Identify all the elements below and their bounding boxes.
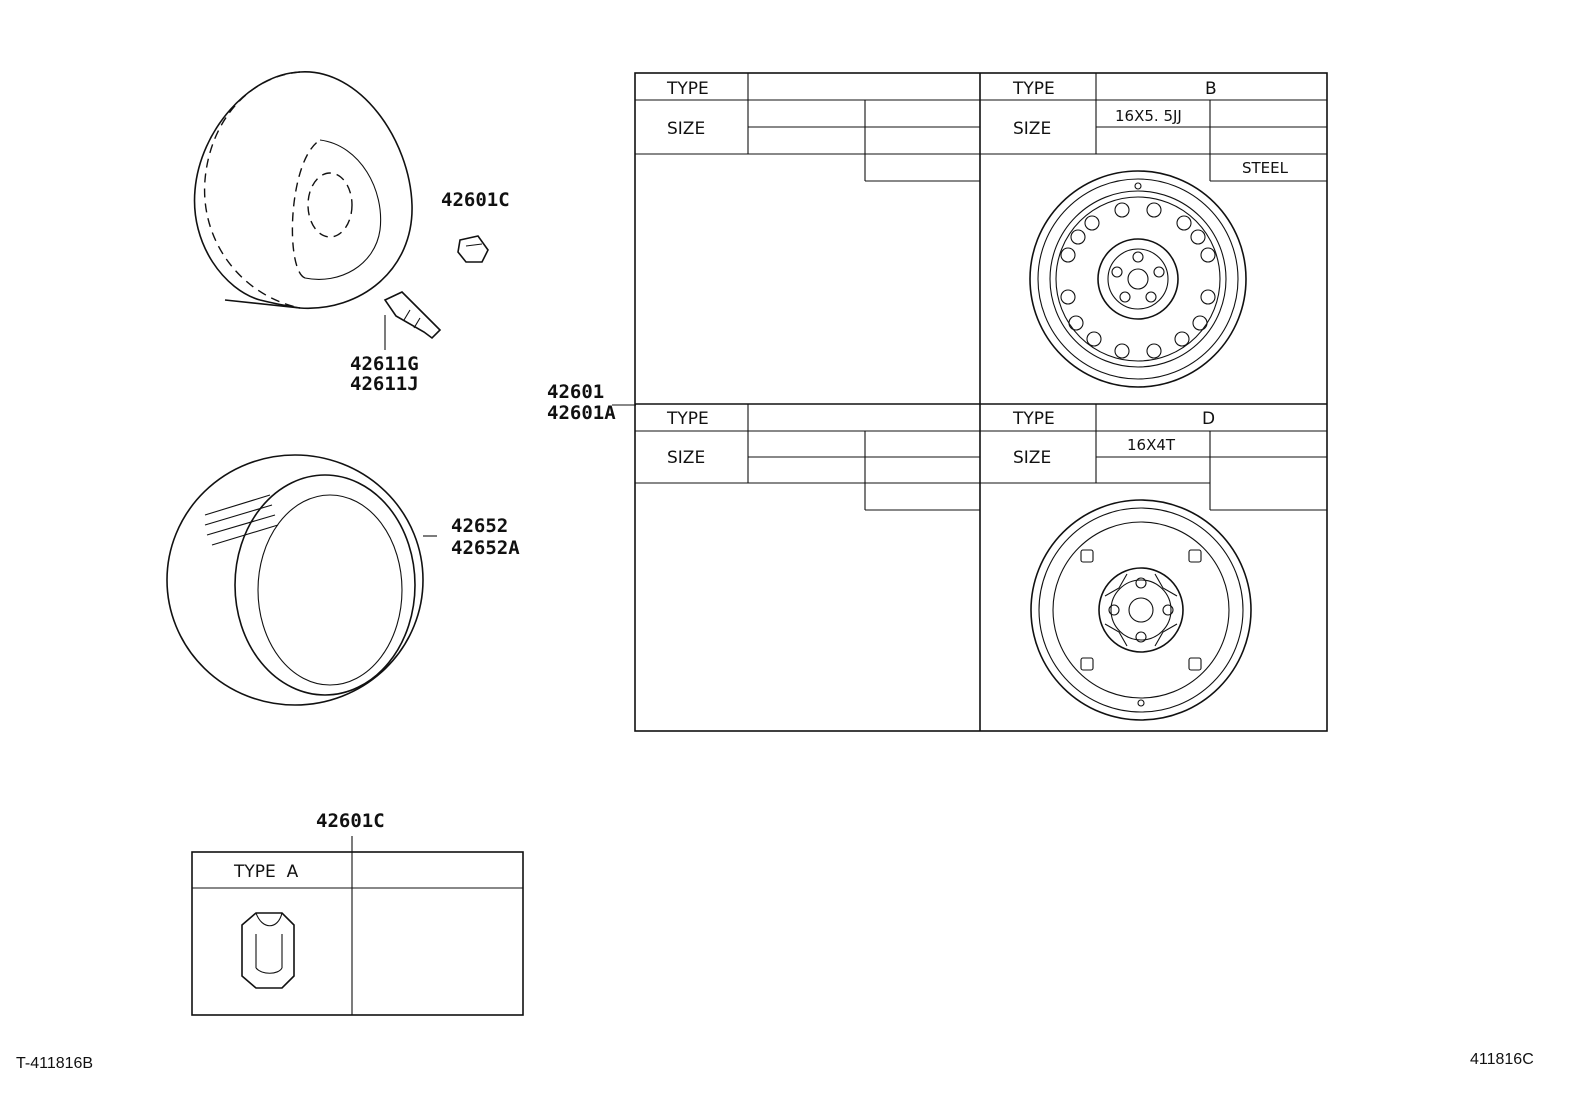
part-label-42601: 42601	[547, 381, 604, 403]
size-label-top-right: SIZE	[1013, 119, 1051, 139]
wheel-type-table	[634, 72, 1328, 732]
footer-left-code: T-411816B	[16, 1055, 93, 1072]
size-value-b: 16X5. 5JJ	[1115, 107, 1182, 125]
part-label-42611G: 42611G	[350, 353, 419, 375]
footer-right-code: 411816C	[1470, 1051, 1534, 1068]
part-label-42652A: 42652A	[451, 537, 520, 559]
nut-type-label: TYPE A	[233, 862, 299, 882]
wheel-d-illustration	[1030, 499, 1252, 721]
part-label-42601C-top: 42601C	[441, 189, 510, 211]
type-value-b: B	[1205, 79, 1217, 99]
size-label-bottom-left: SIZE	[667, 448, 705, 468]
material-value-b: STEEL	[1242, 159, 1289, 177]
tire-illustration	[166, 454, 437, 706]
part-label-42652: 42652	[451, 515, 508, 537]
type-label-bottom-right: TYPE	[1012, 409, 1055, 429]
part-label-42601A: 42601A	[547, 402, 616, 424]
size-label-top-left: SIZE	[667, 119, 705, 139]
type-value-d: D	[1202, 409, 1215, 429]
type-label-top-left: TYPE	[666, 79, 709, 99]
size-value-d: 16X4T	[1127, 436, 1176, 454]
part-label-42601C-table: 42601C	[316, 810, 385, 832]
valve-illustration	[383, 291, 442, 350]
wheel-b-illustration	[1029, 170, 1247, 388]
part-label-42611J: 42611J	[350, 373, 419, 395]
lug-nut-small-illustration	[457, 235, 489, 263]
type-label-bottom-left: TYPE	[666, 409, 709, 429]
size-label-bottom-right: SIZE	[1013, 448, 1051, 468]
nut-type-box	[191, 836, 524, 1016]
type-label-top-right: TYPE	[1012, 79, 1055, 99]
spare-wheel-illustration	[193, 71, 413, 309]
